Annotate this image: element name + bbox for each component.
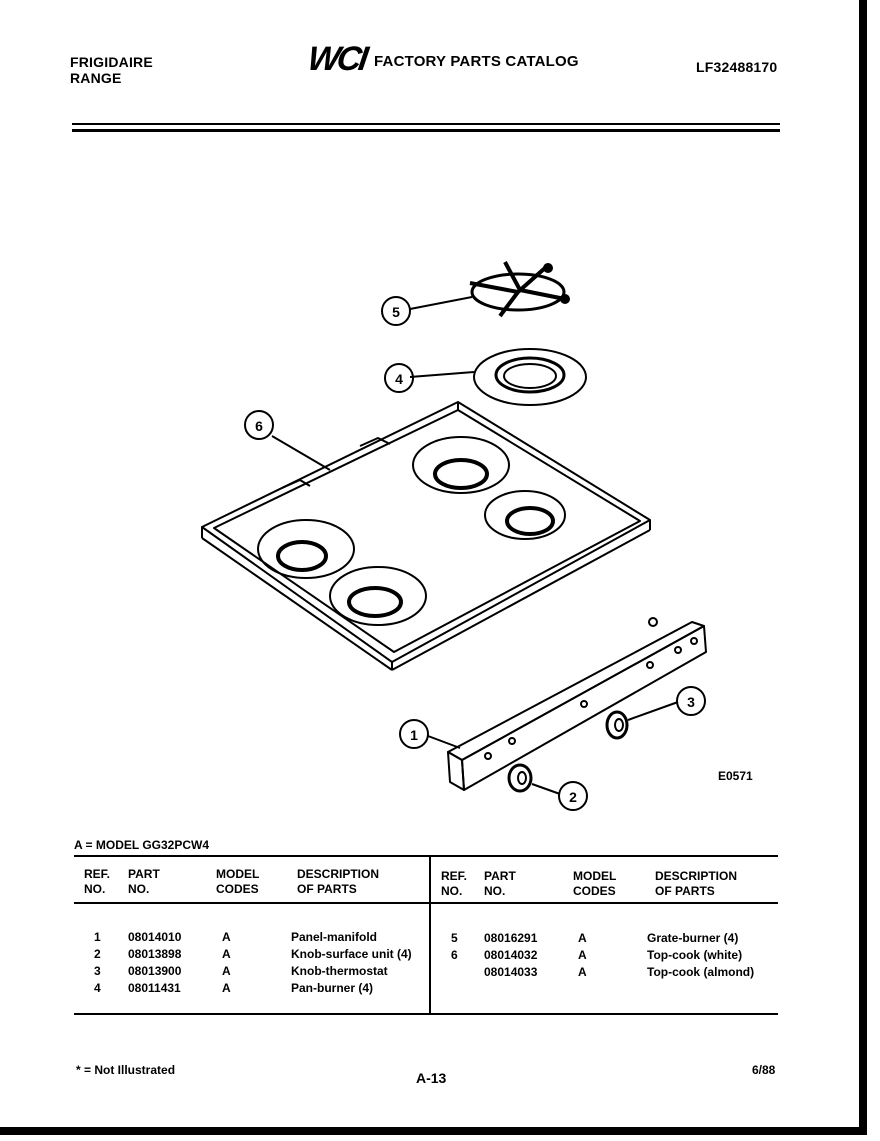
brand-name: FRIGIDAIRE: [70, 54, 153, 70]
cooktop-drawing: [201, 401, 651, 671]
burner-pan-drawing: [473, 348, 587, 406]
table-cell: A: [222, 964, 231, 978]
table-cell: 5: [451, 931, 458, 945]
callout-3: 3: [687, 694, 695, 710]
table-cell: Top-cook (white): [647, 948, 743, 962]
table-cell: Panel-manifold: [291, 930, 378, 944]
header-rule-bottom: [72, 129, 780, 132]
catalog-number: LF32488170: [696, 59, 778, 75]
table-cell: 3: [94, 964, 101, 978]
table-cell: 1: [94, 930, 101, 944]
callout-5: 5: [392, 304, 400, 320]
table-cell: 08011431: [128, 981, 181, 995]
table-cell: Knob-surface unit (4): [291, 947, 412, 961]
table-rule-header: [74, 902, 778, 904]
table-cell: A: [578, 931, 587, 945]
right-part-column: 08016291 08014032 08014033: [484, 930, 537, 981]
table-cell: 08016291: [484, 931, 538, 945]
table-cell: A: [222, 981, 231, 995]
table-cell: 08014032: [484, 948, 538, 962]
not-illustrated-note: * = Not Illustrated: [76, 1063, 176, 1077]
right-model-column: A A A: [578, 930, 587, 981]
revision-date: 6/88: [752, 1063, 776, 1077]
table-cell: [451, 964, 458, 981]
diagram-code: E0571: [718, 769, 753, 783]
callout-6: 6: [255, 418, 263, 434]
brand-block: FRIGIDAIRE RANGE: [70, 54, 153, 86]
model-note: A = MODEL GG32PCW4: [74, 838, 210, 852]
callout-2: 2: [569, 789, 577, 805]
table-cell: 08013900: [128, 964, 182, 978]
table-cell: Pan-burner (4): [291, 981, 374, 995]
panel-manifold-drawing: [447, 617, 707, 791]
table-rule-top: [74, 855, 778, 857]
table-cell: A: [578, 948, 587, 962]
header-ref-right: REF.NO.: [441, 869, 468, 898]
table-cell: 08014010: [128, 930, 182, 944]
table-cell: A: [578, 965, 587, 979]
header-ref-left: REF.NO.: [84, 867, 111, 896]
table-cell: A: [222, 930, 231, 944]
table-cell: Top-cook (almond): [647, 965, 755, 979]
table-rule-bottom: [74, 1013, 778, 1015]
table-cell: 6: [451, 948, 458, 962]
left-ref-column: 1 2 3 4: [94, 929, 101, 997]
right-ref-column: 5 6: [451, 930, 458, 981]
grate-burner-drawing: [469, 261, 570, 318]
table-cell: A: [222, 947, 231, 961]
left-desc-column: Panel-manifold Knob-surface unit (4) Kno…: [291, 929, 412, 997]
callout-1: 1: [410, 727, 418, 743]
left-model-column: A A A A: [222, 929, 231, 997]
table-cell: 4: [94, 981, 101, 995]
wci-logo: WCI: [305, 40, 368, 78]
callout-4: 4: [395, 371, 403, 387]
catalog-title: FACTORY PARTS CATALOG: [374, 53, 579, 70]
table-divider: [429, 856, 431, 1014]
knob-surface-drawing: [507, 763, 533, 793]
page-number: A-13: [416, 1070, 447, 1086]
table-cell: 2: [94, 947, 101, 961]
left-part-column: 08014010 08013898 08013900 08011431: [128, 929, 181, 997]
table-cell: Knob-thermostat: [291, 964, 388, 978]
table-cell: 08013898: [128, 947, 182, 961]
right-desc-column: Grate-burner (4) Top-cook (white) Top-co…: [647, 930, 754, 981]
knob-thermostat-drawing: [605, 710, 629, 740]
table-cell: 08014033: [484, 965, 538, 979]
exploded-parts-diagram: 5 4 6 1 2 3 E0571: [201, 261, 753, 811]
table-cell: Grate-burner (4): [647, 931, 739, 945]
header-rule-top: [72, 123, 780, 125]
product-name: RANGE: [70, 70, 122, 86]
